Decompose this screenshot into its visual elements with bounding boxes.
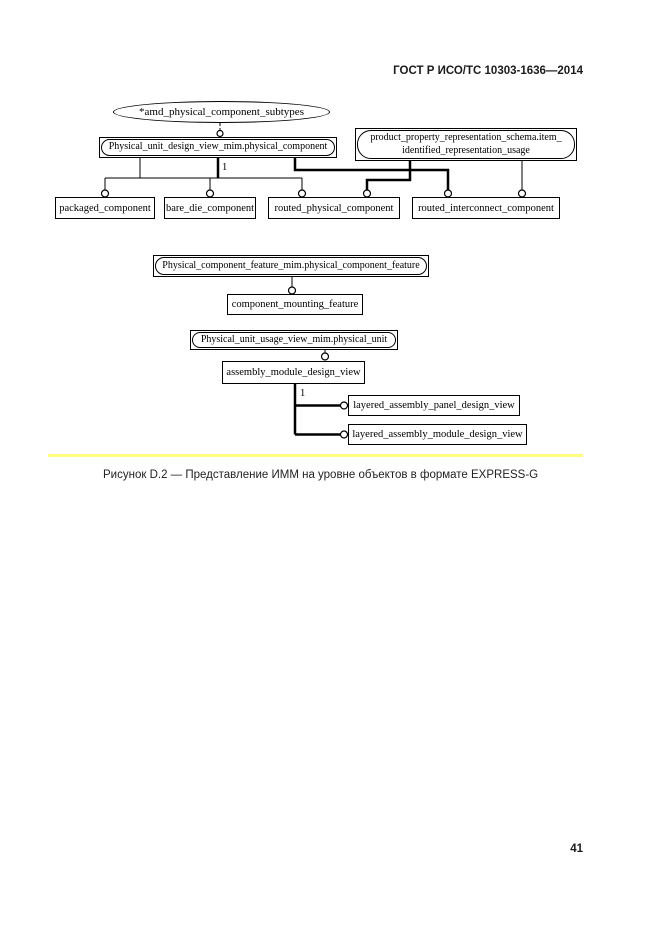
node-label: routed_physical_component [274,202,394,214]
node-label: bare_die_component [165,202,255,214]
cardinality-label-bottom: 1 [300,388,306,399]
node-label-line1: product_property_representation_schema.i… [370,132,562,143]
figure-caption: Рисунок D.2 — Представление ИММ на уровн… [103,469,539,481]
node-routed-physical-component: routed_physical_component [268,197,400,219]
node-routed-interconnect-component: routed_interconnect_component [412,197,560,219]
node-label: layered_assembly_module_design_view [352,429,523,440]
node-physical-component-feature: Physical_component_feature_mim.physical_… [153,255,429,277]
node-label: assembly_module_design_view [226,367,361,378]
node-layered-assembly-panel-design-view: layered_assembly_panel_design_view [348,395,520,416]
node-layered-assembly-module-design-view: layered_assembly_module_design_view [348,424,527,445]
node-physical-unit-usage-view: Physical_unit_usage_view_mim.physical_un… [190,330,398,350]
node-item-identified-representation-usage: product_property_representation_schema.i… [355,128,577,161]
node-label: routed_interconnect_component [418,202,554,214]
node-label: layered_assembly_panel_design_view [353,400,515,411]
node-label: *amd_physical_component_subtypes [139,106,304,118]
document-header: ГОСТ Р ИСО/ТС 10303-1636—2014 [393,65,583,77]
node-label-line2: identified_representation_usage [402,144,530,156]
node-component-mounting-feature: component_mounting_feature [227,294,363,315]
node-bare-die-component: bare_die_component [164,197,256,219]
node-assembly-module-design-view: assembly_module_design_view [222,361,365,384]
highlight-divider [48,454,583,457]
node-packaged-component: packaged_component [55,197,155,219]
node-label: component_mounting_feature [231,299,359,310]
node-label: Physical_unit_usage_view_mim.physical_un… [200,333,388,345]
page-number: 41 [570,843,583,855]
cardinality-label-top: 1 [222,162,228,173]
node-label: Physical_component_feature_mim.physical_… [162,259,420,271]
node-label: Physical_unit_design_view_mim.physical_c… [108,141,328,153]
node-amd-physical-component-subtypes: *amd_physical_component_subtypes [113,101,330,123]
node-label: packaged_component [59,202,151,214]
node-physical-unit-design-view: Physical_unit_design_view_mim.physical_c… [99,137,337,158]
